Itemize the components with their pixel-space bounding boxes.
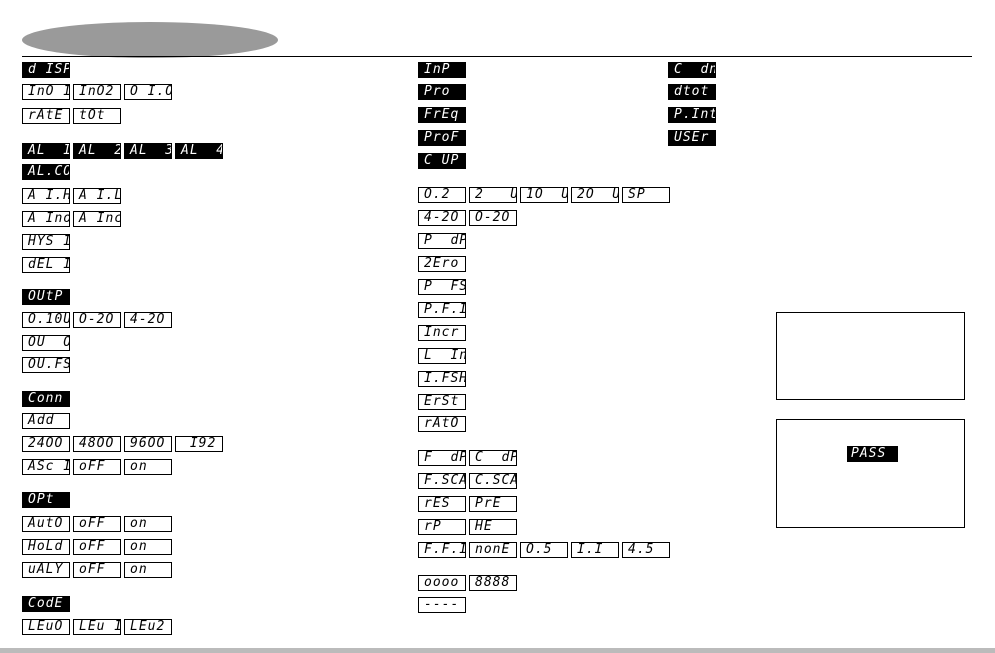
- left-lcd-code: oFF: [73, 539, 121, 555]
- left-lcd-code: InO I: [22, 84, 70, 100]
- left-lcd-code: dEL I: [22, 257, 70, 273]
- left-lcd-code: ASc I: [22, 459, 70, 475]
- left-lcd-code: Add: [22, 413, 70, 429]
- mid-lcd-code: F dP: [418, 450, 466, 466]
- left-lcd-code: AL I: [22, 143, 70, 159]
- left-lcd-code: I92: [175, 436, 223, 452]
- mid-lcd-code: F.F.ILt: [418, 542, 466, 558]
- mid-lcd-code: ----: [418, 597, 466, 613]
- left-lcd-code: CodE: [22, 596, 70, 612]
- mid-lcd-code: C.SCA: [469, 473, 517, 489]
- mid-lcd-code: O.2 U: [418, 187, 466, 203]
- left-lcd-code: LEu I: [73, 619, 121, 635]
- left-lcd-code: AL.CO: [22, 164, 70, 180]
- left-lcd-code: on: [124, 516, 172, 532]
- left-lcd-code: OU.FS: [22, 357, 70, 373]
- mid-lcd-code: C dP: [469, 450, 517, 466]
- empty-display-box: [776, 312, 965, 400]
- mid-lcd-code: SP: [622, 187, 670, 203]
- section-tab: [22, 22, 278, 58]
- left-lcd-code: O.10U: [22, 312, 70, 328]
- left-lcd-code: A I.Lo: [73, 188, 121, 204]
- left-lcd-code: O-2O: [73, 312, 121, 328]
- mid-lcd-code: 2Ero: [418, 256, 466, 272]
- left-lcd-code: OUtP: [22, 289, 70, 305]
- left-lcd-code: AL 4: [175, 143, 223, 159]
- mid-lcd-code: I.I S: [571, 542, 619, 558]
- mid-lcd-code: Incr: [418, 325, 466, 341]
- left-lcd-code: HoLd: [22, 539, 70, 555]
- left-lcd-code: oFF: [73, 459, 121, 475]
- mid-lcd-code: HE: [469, 519, 517, 535]
- mid-lcd-code: 4.5 S: [622, 542, 670, 558]
- mid-lcd-code: P FS: [418, 279, 466, 295]
- mid-lcd-code: nonE: [469, 542, 517, 558]
- left-lcd-code: d ISP: [22, 62, 70, 78]
- header-rule: [22, 56, 972, 57]
- mid-lcd-code: I.FSH: [418, 371, 466, 387]
- left-lcd-code: OPt: [22, 492, 70, 508]
- mid-lcd-code: 2 U: [469, 187, 517, 203]
- right-lcd-code: USEr: [668, 130, 716, 146]
- mid-lcd-code: ProF: [418, 130, 466, 146]
- right-lcd-code: C dn: [668, 62, 716, 78]
- mid-lcd-code: Pro: [418, 84, 466, 100]
- mid-lcd-code: 4-2O: [418, 210, 466, 226]
- left-lcd-code: InO2: [73, 84, 121, 100]
- left-lcd-code: AL 2: [73, 143, 121, 159]
- mid-lcd-code: InP: [418, 62, 466, 78]
- mid-lcd-code: O.5 S: [520, 542, 568, 558]
- left-lcd-code: Conn: [22, 391, 70, 407]
- left-lcd-code: on: [124, 539, 172, 555]
- mid-lcd-code: ErSt: [418, 394, 466, 410]
- right-lcd-code: dtot: [668, 84, 716, 100]
- right-lcd-code: P.Int: [668, 107, 716, 123]
- left-lcd-code: on: [124, 459, 172, 475]
- mid-lcd-code: C UP: [418, 153, 466, 169]
- mid-lcd-code: 1O U: [520, 187, 568, 203]
- mid-lcd-code: O-2O: [469, 210, 517, 226]
- bottom-strip: [0, 648, 995, 653]
- left-lcd-code: OU O: [22, 335, 70, 351]
- left-lcd-code: O I.O2: [124, 84, 172, 100]
- left-lcd-code: LEuO: [22, 619, 70, 635]
- mid-lcd-code: P dP: [418, 233, 466, 249]
- mid-lcd-code: F.SCA: [418, 473, 466, 489]
- left-lcd-code: AL 3: [124, 143, 172, 159]
- left-lcd-code: 4-2O: [124, 312, 172, 328]
- mid-lcd-code: rP: [418, 519, 466, 535]
- mid-lcd-code: PrE: [469, 496, 517, 512]
- mid-lcd-code: rAtO: [418, 416, 466, 432]
- mid-lcd-code: 8888: [469, 575, 517, 591]
- pass-label: PASS: [847, 446, 898, 462]
- mid-lcd-code: oooo: [418, 575, 466, 591]
- left-lcd-code: oFF: [73, 562, 121, 578]
- pass-display-box: PASS: [776, 419, 965, 528]
- mid-lcd-code: FrEq: [418, 107, 466, 123]
- mid-lcd-code: L In: [418, 348, 466, 364]
- left-lcd-code: HYS I: [22, 234, 70, 250]
- left-lcd-code: tOt: [73, 108, 121, 124]
- left-lcd-code: A Inc: [73, 211, 121, 227]
- left-lcd-code: 48OO: [73, 436, 121, 452]
- left-lcd-code: AutO: [22, 516, 70, 532]
- left-lcd-code: A Ino: [22, 211, 70, 227]
- left-lcd-code: 96OO: [124, 436, 172, 452]
- left-lcd-code: LEu2: [124, 619, 172, 635]
- left-lcd-code: uALY: [22, 562, 70, 578]
- left-lcd-code: on: [124, 562, 172, 578]
- mid-lcd-code: 2O U: [571, 187, 619, 203]
- left-lcd-code: rAtE: [22, 108, 70, 124]
- left-lcd-code: A I.H I: [22, 188, 70, 204]
- left-lcd-code: oFF: [73, 516, 121, 532]
- mid-lcd-code: P.F.ILt: [418, 302, 466, 318]
- left-lcd-code: 24OO: [22, 436, 70, 452]
- mid-lcd-code: rES: [418, 496, 466, 512]
